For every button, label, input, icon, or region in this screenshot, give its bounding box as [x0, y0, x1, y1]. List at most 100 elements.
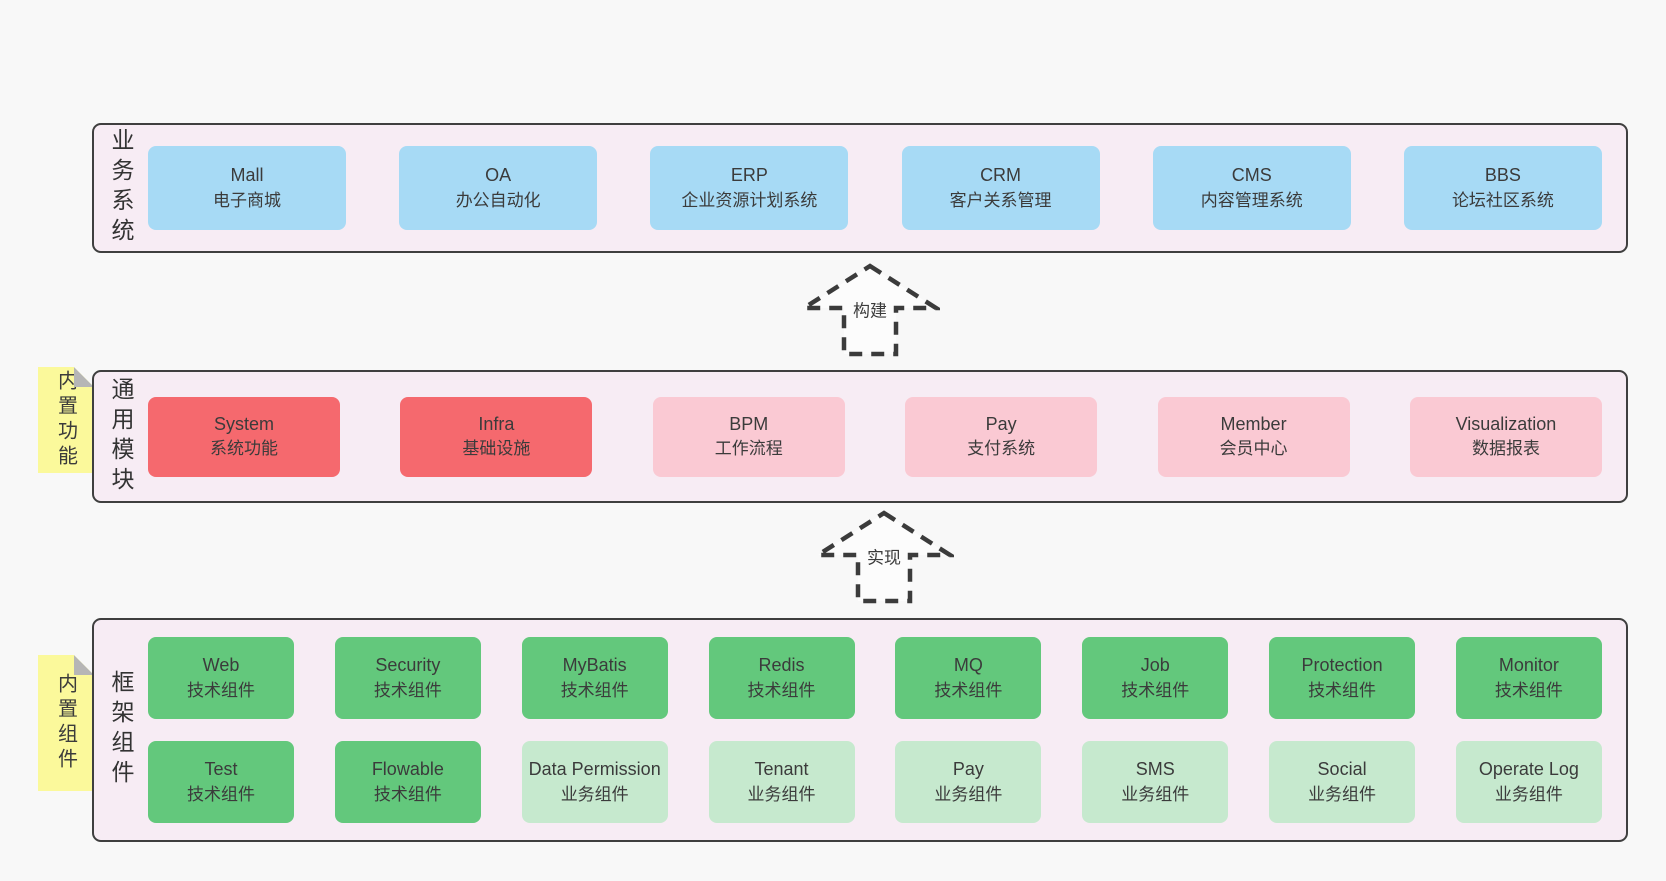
- node-cms: CMS 内容管理系统: [1152, 146, 1351, 230]
- sticky-fold-corner-icon: [74, 655, 94, 675]
- node-title: Visualization: [1455, 413, 1557, 434]
- node-title: Member: [1220, 413, 1287, 434]
- node-pay: Pay 业务组件: [895, 741, 1042, 823]
- node-tenant: Tenant 业务组件: [708, 741, 855, 823]
- node-mybatis: MyBatis 技术组件: [521, 637, 668, 719]
- node-subtitle: 内容管理系统: [1200, 190, 1303, 210]
- panel-common-modules: 通用模块 System 系统功能 Infra 基础设施 BPM 工作流程 Pay 支付系统 Me…: [92, 370, 1628, 503]
- node-security: Security 技术组件: [334, 637, 481, 719]
- node-subtitle: 业务组件: [560, 784, 629, 804]
- node-job: Job 技术组件: [1082, 637, 1229, 719]
- node-title: Pay: [985, 413, 1017, 434]
- node-title: Protection: [1301, 655, 1383, 676]
- node-title: Data Permission: [528, 759, 661, 780]
- node-title: CMS: [1231, 165, 1272, 186]
- node-subtitle: 系统功能: [210, 439, 278, 459]
- node-visualization: Visualization 数据报表: [1409, 396, 1602, 477]
- sticky-builtin-functions-label: 内置功能: [54, 370, 77, 470]
- node-mq: MQ 技术组件: [895, 637, 1042, 719]
- node-oa: OA 办公自动化: [399, 146, 598, 230]
- node-subtitle: 技术组件: [560, 680, 629, 700]
- node-title: Monitor: [1498, 655, 1559, 676]
- node-infra: Infra 基础设施: [400, 396, 593, 477]
- arrow-build: 构建: [800, 262, 940, 358]
- node-subtitle: 办公自动化: [455, 190, 541, 210]
- sticky-fold-corner-icon: [74, 367, 94, 387]
- sticky-note-builtin-components: 内置组件: [38, 655, 94, 791]
- node-subtitle: 技术组件: [1121, 680, 1190, 700]
- node-data-permission: Data Permission 业务组件: [521, 741, 668, 823]
- node-crm: CRM 客户关系管理: [901, 146, 1100, 230]
- node-title: MyBatis: [562, 655, 627, 676]
- panel-label-column: 框架组件: [94, 620, 148, 840]
- node-title: Redis: [758, 655, 805, 676]
- node-title: MQ: [953, 655, 983, 676]
- node-protection: Protection 技术组件: [1269, 637, 1416, 719]
- node-title: Pay: [952, 759, 984, 780]
- node-subtitle: 企业资源计划系统: [681, 190, 818, 210]
- node-member: Member 会员中心: [1157, 396, 1350, 477]
- node-title: Mall: [230, 165, 264, 186]
- node-subtitle: 客户关系管理: [949, 190, 1052, 210]
- node-subtitle: 技术组件: [187, 784, 255, 804]
- node-title: Flowable: [371, 759, 444, 780]
- panel-label-column: 业务系统: [94, 125, 148, 251]
- panel-components-label: 框架组件: [108, 670, 134, 790]
- node-subtitle: 技术组件: [373, 784, 442, 804]
- node-title: Job: [1140, 655, 1170, 676]
- node-subtitle: 技术组件: [1308, 680, 1377, 700]
- panel-label-column: 通用模块: [94, 372, 148, 501]
- node-subtitle: 业务组件: [747, 784, 816, 804]
- node-mall: Mall 电子商城: [148, 146, 346, 230]
- node-subtitle: 技术组件: [1494, 680, 1563, 700]
- node-subtitle: 论坛社区系统: [1451, 190, 1554, 210]
- panel-business-label: 业务系统: [108, 128, 134, 248]
- node-subtitle: 工作流程: [714, 439, 783, 459]
- node-title: SMS: [1135, 759, 1175, 780]
- node-subtitle: 业务组件: [1494, 784, 1563, 804]
- node-subtitle: 业务组件: [934, 784, 1003, 804]
- node-subtitle: 电子商城: [213, 190, 281, 210]
- node-monitor: Monitor 技术组件: [1455, 637, 1602, 719]
- node-title: CRM: [980, 165, 1022, 186]
- node-title: Web: [202, 655, 240, 676]
- node-title: Security: [375, 655, 441, 676]
- node-title: Test: [204, 759, 238, 780]
- sticky-note-builtin-functions: 内置功能: [38, 367, 94, 473]
- node-test: Test 技术组件: [148, 741, 294, 823]
- node-subtitle: 技术组件: [934, 680, 1003, 700]
- arrow-implement: 实现: [814, 509, 954, 605]
- node-subtitle: 技术组件: [187, 680, 255, 700]
- node-subtitle: 会员中心: [1219, 439, 1288, 459]
- node-pay: Pay 支付系统: [905, 396, 1098, 477]
- node-row: System 系统功能 Infra 基础设施 BPM 工作流程 Pay 支付系统 Member 会…: [148, 396, 1602, 477]
- sticky-builtin-components-label: 内置组件: [54, 673, 77, 773]
- node-title: Social: [1317, 759, 1367, 780]
- panel-modules-label: 通用模块: [108, 376, 134, 497]
- node-flowable: Flowable 技术组件: [334, 741, 481, 823]
- node-title: Tenant: [754, 759, 809, 780]
- node-title: OA: [485, 165, 512, 186]
- node-subtitle: 支付系统: [967, 439, 1036, 459]
- node-title: BPM: [729, 413, 769, 434]
- node-subtitle: 技术组件: [747, 680, 816, 700]
- node-subtitle: 数据报表: [1471, 439, 1540, 459]
- node-title: System: [213, 413, 274, 434]
- node-bpm: BPM 工作流程: [652, 396, 845, 477]
- arrow-implement-label: 实现: [864, 543, 904, 569]
- modules-nodes-area: System 系统功能 Infra 基础设施 BPM 工作流程 Pay 支付系统 Member 会…: [148, 372, 1626, 501]
- node-subtitle: 技术组件: [373, 680, 442, 700]
- node-redis: Redis 技术组件: [708, 637, 855, 719]
- node-title: Operate Log: [1478, 759, 1579, 780]
- node-title: Infra: [478, 413, 515, 434]
- node-subtitle: 基础设施: [462, 439, 531, 459]
